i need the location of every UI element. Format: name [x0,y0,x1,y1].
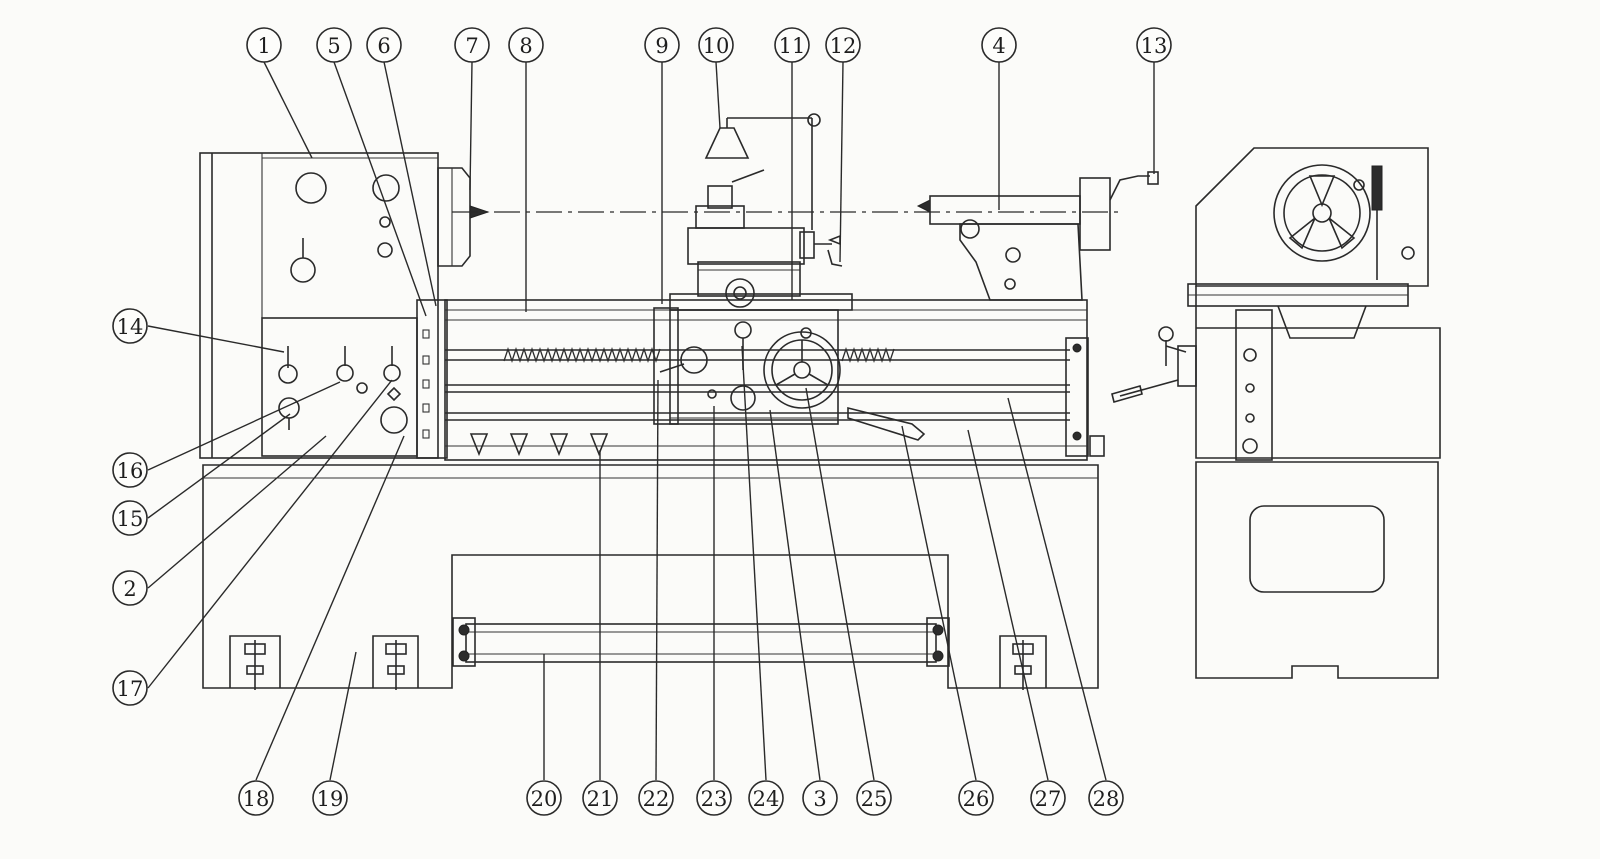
callout-number: 9 [655,34,668,58]
callout-8: 8 [508,27,544,63]
callout-ring [1088,780,1124,816]
lathe-bed [444,299,1105,461]
callout-28: 28 [1088,780,1124,816]
callout-ring [802,780,838,816]
callout-number: 28 [1093,787,1120,811]
callout-number: 2 [123,577,136,601]
callout-number: 4 [992,34,1005,58]
callout-1: 1 [246,27,282,63]
callout-ring [698,27,734,63]
callout-number: 5 [327,34,340,58]
callout-9: 9 [644,27,680,63]
lathe-base [202,464,1099,690]
callout-7: 7 [454,27,490,63]
callout-ring [582,780,618,816]
callout-26: 26 [958,780,994,816]
callout-number: 26 [963,787,990,811]
callout-ring [112,308,148,344]
lathe-side-view [1111,147,1441,679]
callout-20: 20 [526,780,562,816]
callout-number: 27 [1035,787,1062,811]
callout-17: 17 [112,670,148,706]
callout-11: 11 [774,27,810,63]
callout-ring [1136,27,1172,63]
callout-4: 4 [981,27,1017,63]
callout-number: 25 [861,787,888,811]
callout-ring [246,27,282,63]
callout-15: 15 [112,500,148,536]
callout-ring [856,780,892,816]
callout-number: 1 [257,34,270,58]
callout-24: 24 [748,780,784,816]
callout-number: 21 [587,787,614,811]
callout-ring [112,452,148,488]
callout-number: 17 [117,677,144,701]
callout-number: 24 [753,787,780,811]
callout-16: 16 [112,452,148,488]
callout-ring [316,27,352,63]
leveling-foot [999,635,1047,690]
callout-ring [238,780,274,816]
callout-13: 13 [1136,27,1172,63]
callout-number: 3 [813,787,826,811]
callout-ring [825,27,861,63]
callout-12: 12 [825,27,861,63]
headstock [199,152,490,459]
callout-number: 6 [377,34,390,58]
callout-number: 19 [317,787,344,811]
callout-18: 18 [238,780,274,816]
callout-ring [454,27,490,63]
callout-14: 14 [112,308,148,344]
callout-ring [112,570,148,606]
leader-lines [147,61,1155,781]
callout-6: 6 [366,27,402,63]
callout-ring [981,27,1017,63]
carriage [653,113,926,441]
callout-number: 16 [117,459,144,483]
callout-19: 19 [312,780,348,816]
callout-ring [638,780,674,816]
callout-ring [526,780,562,816]
callout-ring [644,27,680,63]
callout-22: 22 [638,780,674,816]
callout-number: 11 [779,34,806,58]
callout-ring [366,27,402,63]
callout-3: 3 [802,780,838,816]
callout-2: 2 [112,570,148,606]
callout-number: 13 [1141,34,1168,58]
callout-ring [1030,780,1066,816]
callout-number: 10 [703,34,730,58]
callout-ring [112,670,148,706]
callout-21: 21 [582,780,618,816]
gearbox-panel [261,299,448,459]
leveling-foot [229,635,281,690]
callout-ring [748,780,784,816]
leveling-foot [372,635,419,690]
callout-5: 5 [316,27,352,63]
callout-number: 18 [243,787,270,811]
callout-ring [958,780,994,816]
callout-number: 12 [830,34,857,58]
callout-ring [112,500,148,536]
callout-number: 15 [117,507,144,531]
callout-ring [696,780,732,816]
callout-ring [312,780,348,816]
callout-10: 10 [698,27,734,63]
callout-ring [774,27,810,63]
callout-number: 14 [117,315,144,339]
callout-ring [508,27,544,63]
callout-27: 27 [1030,780,1066,816]
callout-number: 23 [701,787,728,811]
callout-23: 23 [696,780,732,816]
callout-25: 25 [856,780,892,816]
callout-number: 20 [531,787,558,811]
callout-number: 7 [465,34,478,58]
tailstock [916,171,1159,301]
callout-number: 8 [519,34,532,58]
callout-number: 22 [643,787,670,811]
